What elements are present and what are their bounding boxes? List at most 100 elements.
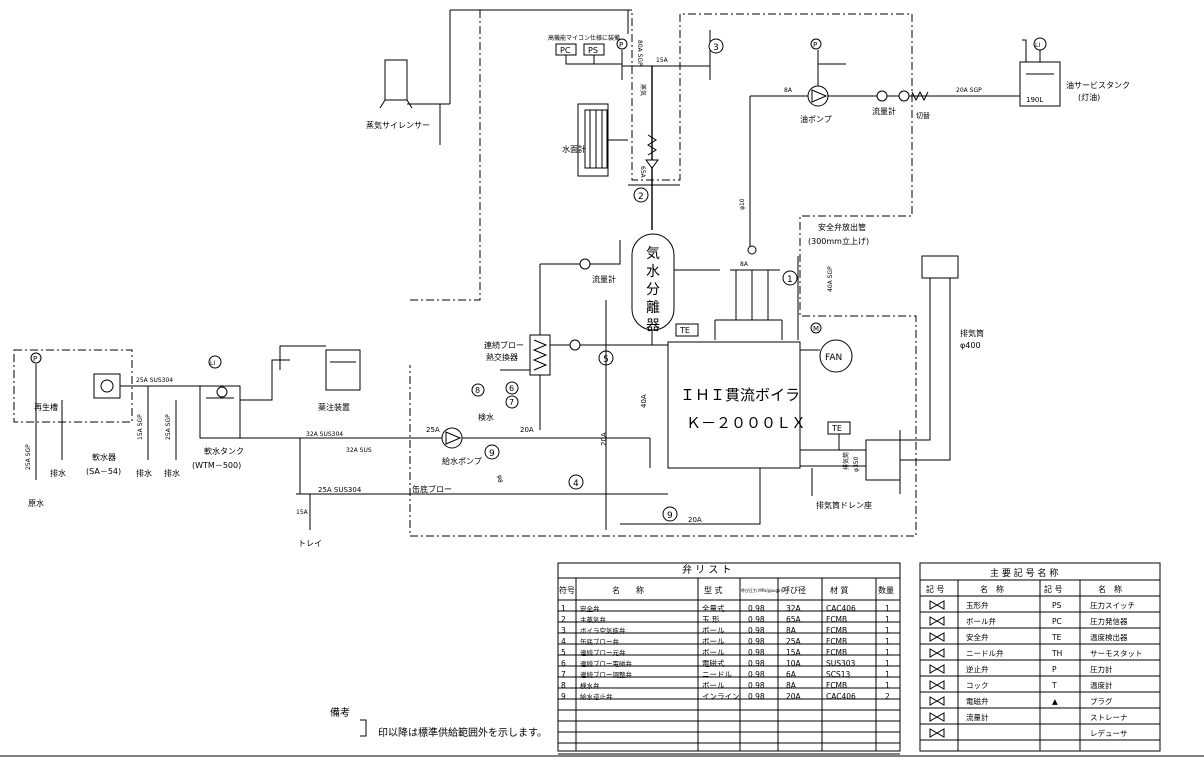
symbol-desc: 温度検出器 <box>1090 632 1128 642</box>
valve-symbol-icon <box>929 664 945 674</box>
symbol-list-title: 主 要 記 号 名 称 <box>990 567 1058 579</box>
symbol-desc: 圧力計 <box>1090 664 1113 674</box>
valve-cell: 4 <box>561 637 566 646</box>
header-pressure: 呼び圧力 MPa(gauge) <box>741 587 782 593</box>
valve-1-marker: 1 <box>787 275 793 285</box>
valve-cell: SUS303 <box>826 659 856 668</box>
pipe-size-20a: 20A <box>688 516 702 524</box>
valve-cell: FCMB <box>826 681 847 690</box>
sample-water-label: 検水 <box>478 412 494 422</box>
valve-9b-marker: 9 <box>667 511 673 521</box>
valve-cell: 1 <box>885 681 890 690</box>
valve-3-marker: 3 <box>713 43 719 53</box>
valve-cell: 0.98 <box>748 670 765 679</box>
separator-char: 気 <box>646 246 660 262</box>
valve-cell: 0.98 <box>748 692 765 701</box>
fan-icon <box>819 339 853 373</box>
header-size: 呼び径 <box>782 585 806 595</box>
valve-cell: 0.98 <box>748 681 765 690</box>
valve-symbol-icon <box>929 680 945 690</box>
pipe-size-40a: 40A SGP <box>827 266 834 292</box>
symbol-name: 玉形弁 <box>966 600 989 610</box>
symbol-name: 流量計 <box>966 712 989 722</box>
valve-symbol-icon <box>929 648 945 658</box>
valve-cell: 1 <box>885 659 890 668</box>
softener-model: (SA－54) <box>86 467 121 476</box>
symbol-desc: ストレーナ <box>1090 713 1128 722</box>
valve-cell: 25A <box>786 637 802 646</box>
tank-capacity: 190L <box>1026 96 1043 104</box>
valve-cell: 連続ブロー元弁 <box>580 648 626 657</box>
valve-cell: 検水弁 <box>580 681 600 690</box>
valve-cell: FCMB <box>826 648 847 657</box>
note-title: 備考 <box>330 706 350 719</box>
separator-char: 離 <box>646 299 660 316</box>
symbol-desc: 温度計 <box>1090 680 1113 690</box>
valve-cell: 10A <box>786 659 802 668</box>
pipe-size-8a: 8A <box>784 87 793 94</box>
oil-flowmeter-icon <box>876 90 888 102</box>
header-qty: 数量 <box>878 585 894 595</box>
pipe-size-15a: 15A <box>656 57 669 64</box>
pipe-size-32a: 32A SUS304 <box>306 431 343 438</box>
pipe-size-25a: 25A <box>426 426 440 434</box>
valve-cell: ボール <box>702 637 725 646</box>
valve-cell: 0.98 <box>748 604 765 613</box>
feed-pump-label: 給水ポンプ <box>442 456 482 466</box>
steam-siren-label: 蒸気サイレンサー <box>366 120 430 130</box>
level-gauge-label: 水面計 <box>562 144 586 154</box>
symbol-mark: PS <box>1052 601 1062 610</box>
pressure-gauge-icon: P <box>813 41 817 49</box>
valve-cell: 6 <box>561 659 566 668</box>
valve-cell: SCS13 <box>826 670 851 679</box>
level-indicator-icon: LI <box>1035 42 1040 49</box>
valve-cell: 1 <box>885 648 890 657</box>
valve-6-marker: 6 <box>509 384 514 393</box>
sym-header-name: 名 称 <box>980 584 1004 594</box>
valve-cell: ニードル <box>702 670 732 679</box>
valve-list-title: 弁 リ ス ト <box>682 563 732 576</box>
valve-cell: 主蒸気弁 <box>580 615 607 624</box>
symbol-mark: PC <box>1052 617 1062 626</box>
valve-cell: ボール <box>702 626 725 635</box>
valve-cell: CAC406 <box>826 604 856 613</box>
soft-tank-label: 軟水タンク <box>204 446 244 456</box>
valve-cell: 1 <box>885 626 890 635</box>
valve-2-marker: 2 <box>638 192 644 202</box>
symbol-name: 電磁弁 <box>966 696 989 706</box>
drain-label: 排水 <box>136 468 152 478</box>
symbol-desc: サーモスタット <box>1090 649 1143 658</box>
pipe-size-25a-sgp: 25A SGP <box>165 414 172 440</box>
valve-cell: 1 <box>885 615 890 624</box>
sym-header-mark: 記 号 <box>926 584 945 594</box>
valve-list-table: 弁 リ ス ト 符号 名 称 型 式 呼び圧力 MPa(gauge) 呼び径 材… <box>557 562 901 755</box>
valve-cell: 0.98 <box>748 648 765 657</box>
valve-cell: 缶底ブロー弁 <box>580 637 620 646</box>
valve-cell: 2 <box>885 692 890 701</box>
valve-cell: 連続ブロー電磁弁 <box>580 659 633 668</box>
oil-tank-label: 油サービスタンク <box>1066 80 1130 90</box>
valve-symbol-icon <box>929 632 945 642</box>
safety-rise-label: (300mm立上げ) <box>808 236 869 246</box>
valve-cell: 0.98 <box>748 637 765 646</box>
separator-char: 分 <box>646 282 660 298</box>
pipe-size-20a: 20A <box>600 432 608 446</box>
softener-label: 軟水器 <box>92 452 116 462</box>
symbol-name: コック <box>966 681 989 690</box>
oil-service-tank <box>1019 61 1061 107</box>
safety-discharge-label: 安全弁放出管 <box>818 222 866 232</box>
pipe-size-80a: 80A SGP <box>636 40 643 66</box>
valve-cell: 6A <box>786 670 797 679</box>
valve-cell: 玉 形 <box>702 615 720 624</box>
valve-symbol-icon <box>929 712 945 722</box>
temp-detector-symbol: TE <box>679 326 690 335</box>
pipe-size-25a-sus: 25A SUS304 <box>318 486 362 494</box>
pipe-size-65a: 65A <box>639 166 646 179</box>
tray-label: トレイ <box>298 539 322 548</box>
blow-hx-label-2: 熱交換器 <box>486 352 518 362</box>
ps-symbol: PS <box>588 46 598 55</box>
valve-cell: 安全弁 <box>580 604 600 613</box>
bottom-blow-label: 缶底ブロー <box>412 484 452 494</box>
